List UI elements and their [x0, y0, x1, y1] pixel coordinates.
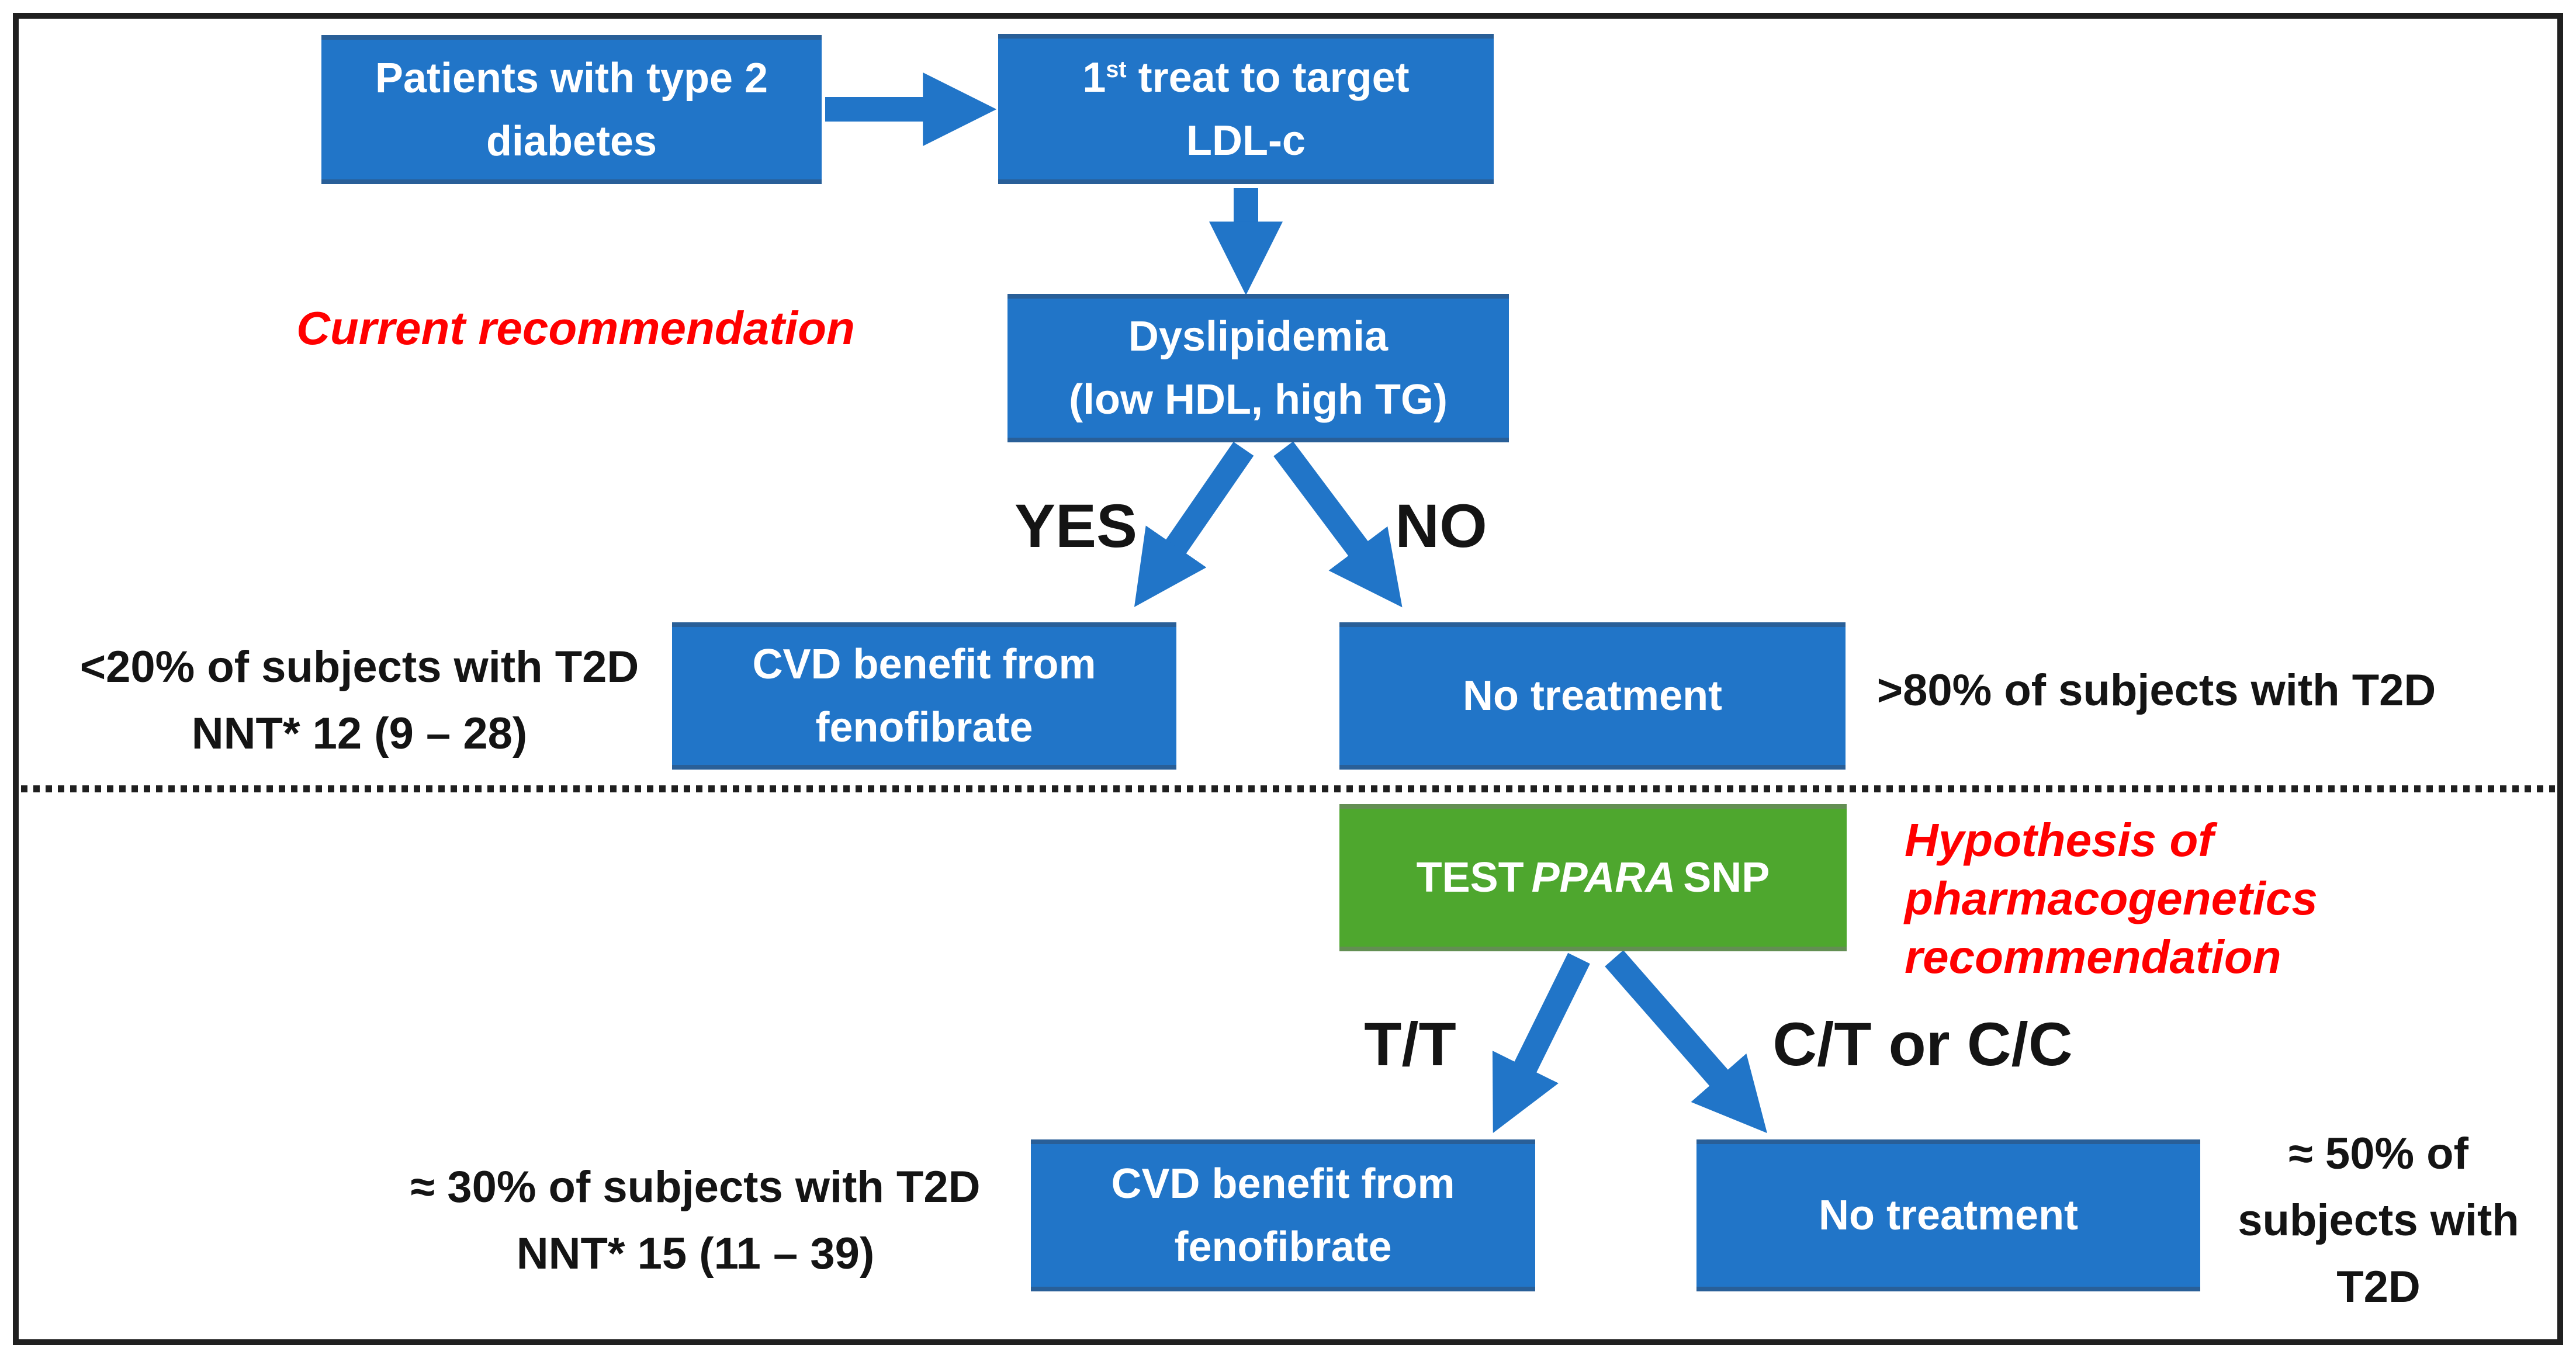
annotation-right-bottom: ≈ 50% of subjects with T2D — [2238, 1129, 2519, 1312]
node-cvd-benefit-top: CVD benefit from fenofibrate — [672, 622, 1176, 770]
annotation-left-bottom-line1: ≈ 30% of subjects with T2D — [410, 1162, 981, 1212]
edge-label-ct-or-cc: C/T or C/C — [1772, 1010, 2073, 1079]
node-no-treatment-top-label: No treatment — [1462, 673, 1723, 719]
node-cvd-benefit-bottom-label: CVD benefit from fenofibrate — [1111, 1160, 1455, 1270]
edge-label-tt: T/T — [1364, 1010, 1456, 1079]
treat-rest: treat to target — [1138, 54, 1410, 101]
annotation-left-bottom-line2: NNT* 15 (11 – 39) — [516, 1229, 875, 1279]
hypothesis-recommendation-label: Hypothesis of pharmacogenetics recommend… — [1905, 814, 2318, 983]
treat-number: 1 — [1082, 54, 1106, 101]
annotation-right-top: >80% of subjects with T2D — [1876, 666, 2436, 715]
current-recommendation-label: Current recommendation — [296, 302, 855, 354]
annotation-left-top-line2: NNT* 12 (9 – 28) — [191, 709, 528, 758]
section-divider-dotted-line — [21, 785, 2555, 792]
node-no-treatment-top: No treatment — [1339, 622, 1846, 770]
node-cvd-benefit-top-label: CVD benefit from fenofibrate — [752, 641, 1096, 751]
treat-ordinal-suffix: st — [1106, 56, 1127, 82]
node-treat-to-target: 1st treat to target LDL-c — [998, 34, 1494, 184]
annotation-left-bottom: ≈ 30% of subjects with T2D NNT* 15 (11 –… — [374, 1154, 1017, 1287]
annotation-left-top-line1: <20% of subjects with T2D — [79, 642, 639, 692]
node-no-treatment-bottom-label: No treatment — [1818, 1192, 2079, 1239]
node-dyslipidemia-line1: Dyslipidemia — [1128, 313, 1389, 360]
annotation-left-top: <20% of subjects with T2D NNT* 12 (9 – 2… — [23, 634, 695, 767]
edge-label-no: NO — [1395, 492, 1487, 560]
node-dyslipidemia: Dyslipidemia (low HDL, high TG) — [1007, 294, 1509, 442]
edge-label-yes: YES — [1014, 492, 1138, 560]
node-treat-line1: 1st treat to target — [1082, 46, 1409, 109]
node-patients-label: Patients with type 2 diabetes — [375, 54, 768, 165]
node-no-treatment-bottom: No treatment — [1696, 1139, 2200, 1291]
test-suffix: SNP — [1683, 854, 1770, 901]
ppara-gene-name: PPARA — [1531, 854, 1676, 901]
test-prefix: TEST — [1416, 854, 1524, 901]
node-dyslipidemia-line2: (low HDL, high TG) — [1069, 376, 1448, 423]
figure-border — [13, 13, 2563, 1345]
node-cvd-benefit-bottom: CVD benefit from fenofibrate — [1031, 1139, 1535, 1291]
node-treat-line2: LDL-c — [1186, 117, 1306, 164]
node-patients: Patients with type 2 diabetes — [321, 35, 822, 184]
